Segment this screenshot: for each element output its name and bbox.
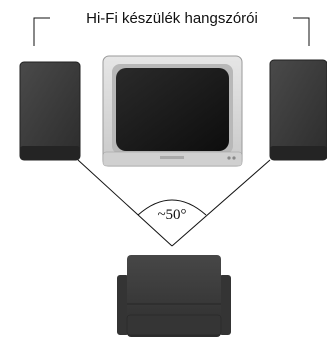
left-speaker	[19, 61, 81, 161]
armchair	[117, 255, 231, 337]
right-speaker	[269, 59, 327, 161]
angle-label: ~50°	[157, 207, 186, 223]
diagram-title: Hi-Fi készülék hangszórói	[86, 10, 258, 27]
listening-lines	[77, 159, 271, 247]
television	[102, 55, 243, 167]
title-bracket	[33, 17, 310, 46]
